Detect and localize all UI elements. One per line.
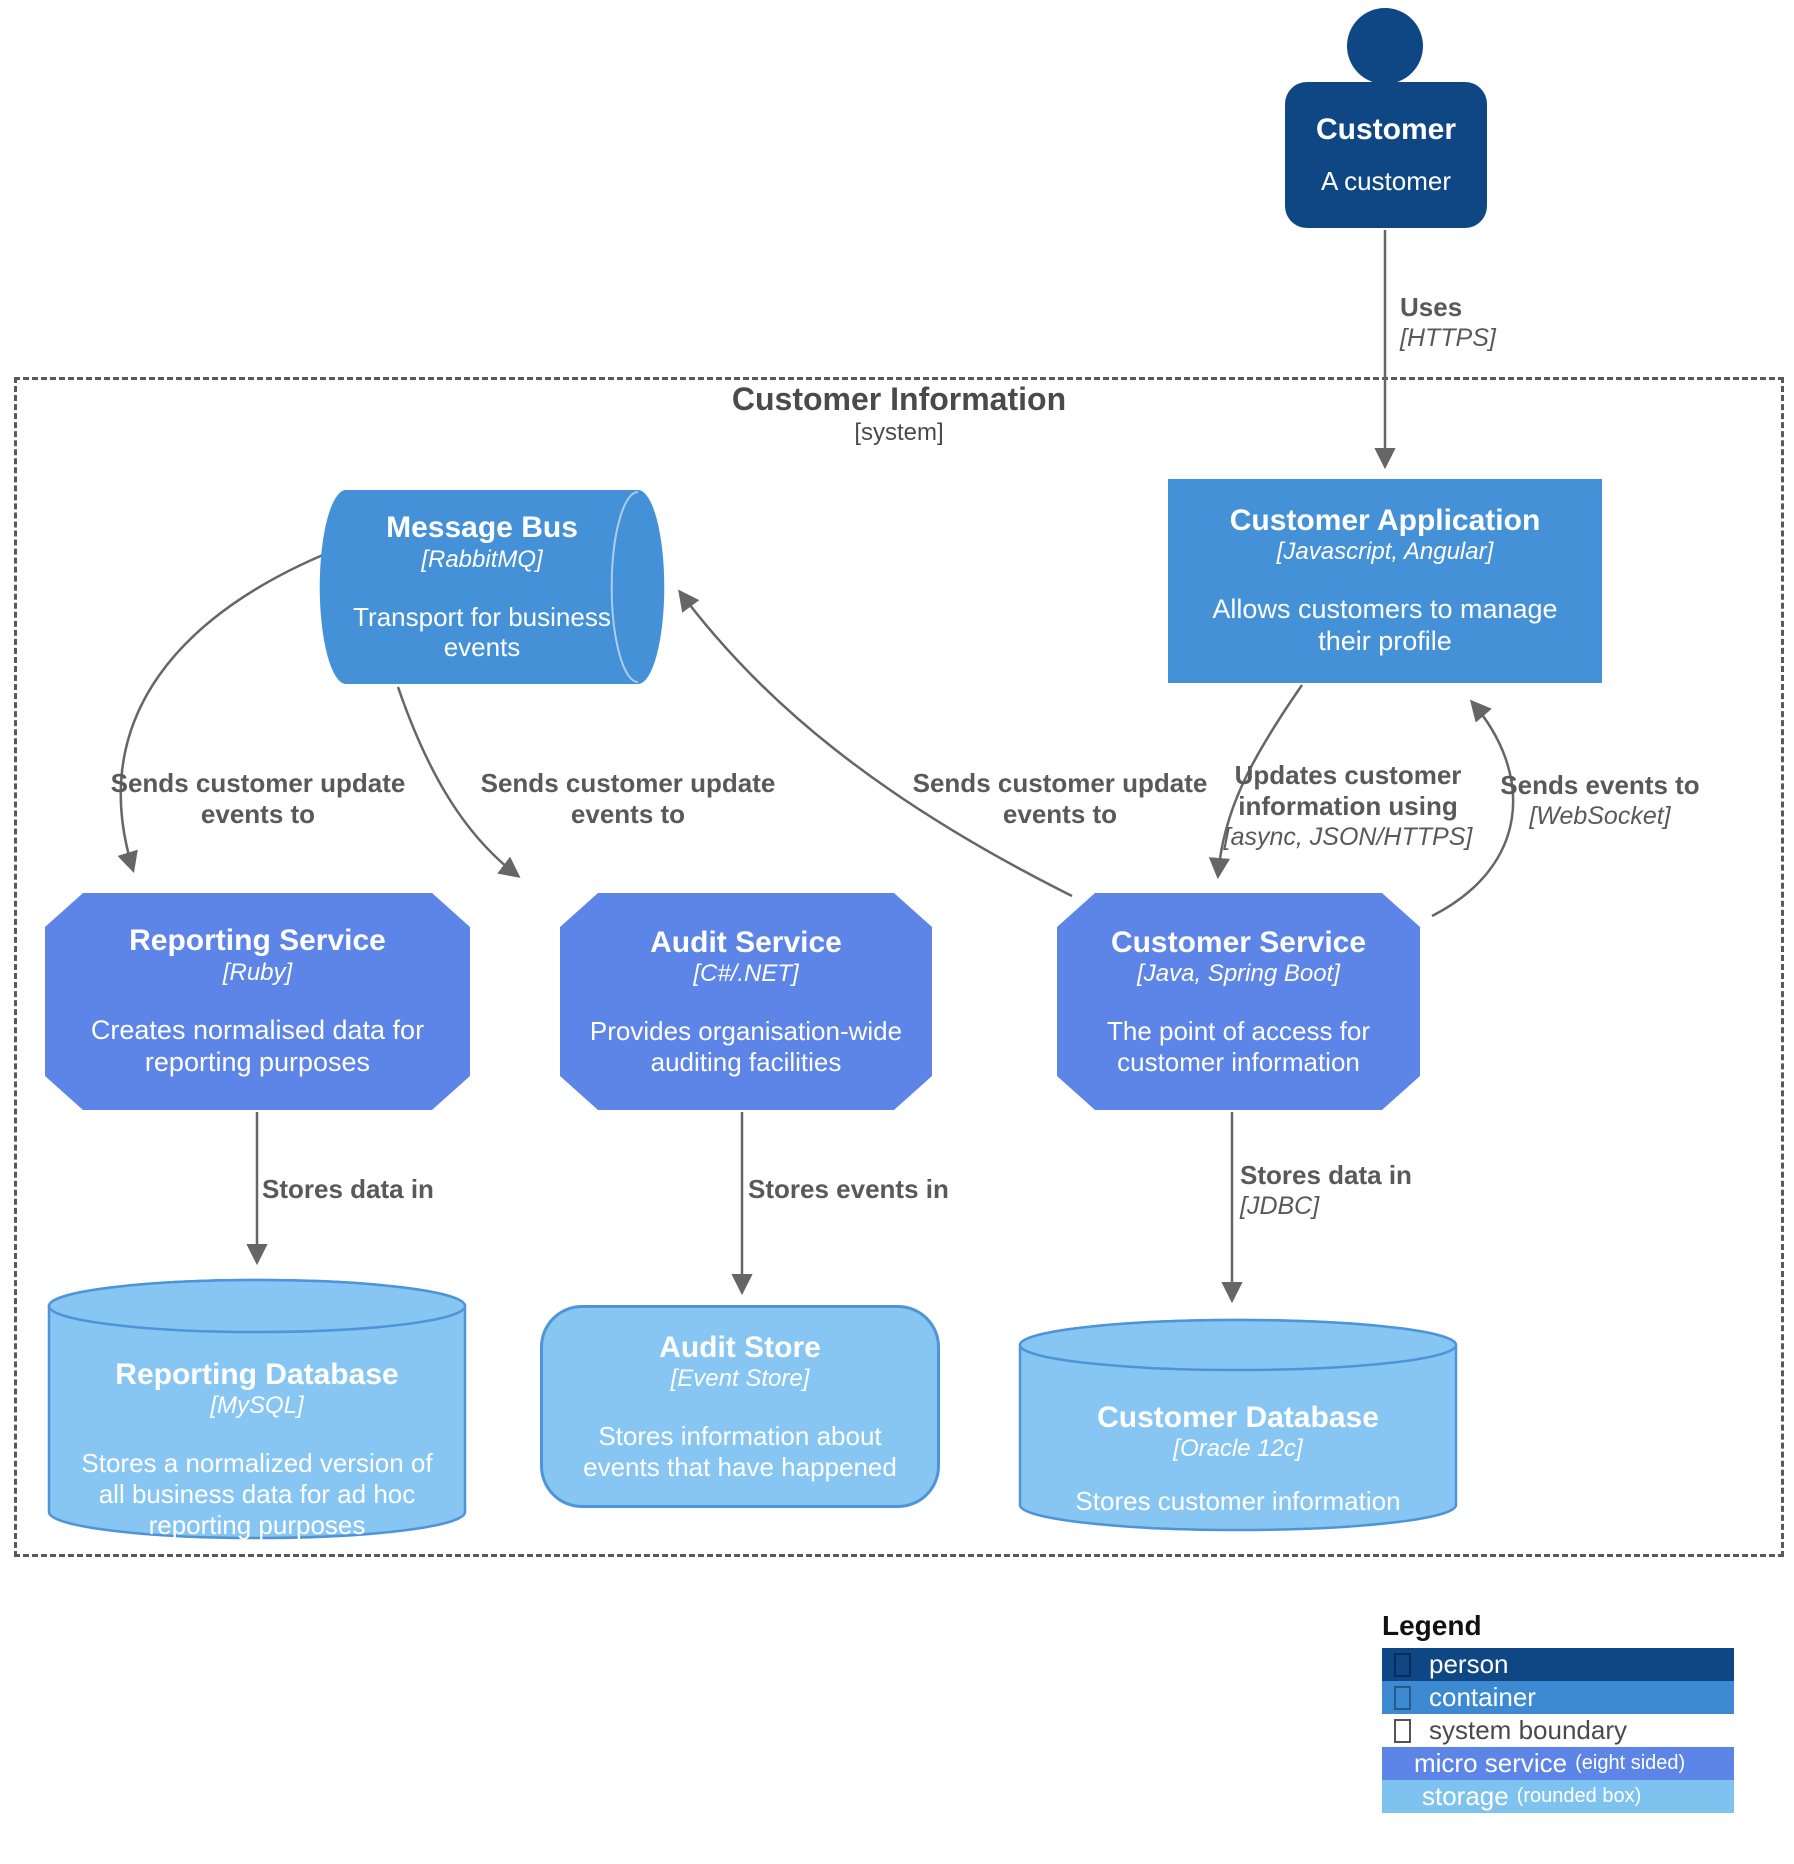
edge-label-send-updates-3: Sends customer update events to xyxy=(900,768,1220,830)
edge-messagebus-to-audit xyxy=(396,686,521,878)
person-head-icon xyxy=(1347,8,1423,84)
node-description: The point of access for customer informa… xyxy=(1106,1016,1371,1077)
edge-label-text: Sends customer update xyxy=(110,768,406,798)
edge-label-updates-info: Updates customer information using [asyn… xyxy=(1175,760,1521,852)
legend-row-note: (eight sided) xyxy=(1575,1752,1686,1774)
audit-service-node: Audit Service [C#/.NET] Provides organis… xyxy=(560,893,932,1110)
legend-title: Legend xyxy=(1382,1610,1482,1641)
edge-label-text: events to xyxy=(200,799,316,830)
legend-row-person: person xyxy=(1382,1648,1734,1681)
customer-person-node: Customer A customer xyxy=(1285,82,1487,228)
edge-label-tech: [JDBC] xyxy=(1240,1192,1320,1221)
node-description: Transport for business events xyxy=(353,601,611,663)
glyph-box-icon xyxy=(1394,1652,1411,1677)
node-tech: [C#/.NET] xyxy=(693,960,799,988)
legend-row-system-boundary: system boundary xyxy=(1382,1714,1734,1747)
node-title: Message Bus xyxy=(386,511,578,545)
customer-database-node: Customer Database [Oracle 12c] Stores cu… xyxy=(1018,1318,1458,1532)
edge-label-send-updates-2: Sends customer update events to xyxy=(468,768,788,830)
node-title: Customer Service xyxy=(1110,925,1367,959)
edge-label-text: Sends events to xyxy=(1500,770,1700,800)
edge-label-text: Stores data in xyxy=(1240,1160,1412,1190)
node-title: Audit Store xyxy=(659,1330,821,1364)
edge-label-stores-events: Stores events in xyxy=(748,1174,949,1205)
reporting-database-shape xyxy=(47,1278,467,1540)
edge-label-text: Sends customer update xyxy=(912,768,1208,798)
audit-store-node: Audit Store [Event Store] Stores informa… xyxy=(540,1305,940,1508)
edge-customerservice-to-messagebus xyxy=(678,589,1073,898)
customer-database-shape xyxy=(1018,1318,1458,1532)
node-title: Customer Database xyxy=(1097,1400,1379,1434)
legend-row-storage: storage (rounded box) xyxy=(1382,1780,1734,1813)
edge-label-send-updates-1: Sends customer update events to xyxy=(98,768,418,830)
message-bus-node: Message Bus [RabbitMQ] Transport for bus… xyxy=(318,489,668,685)
edge-label-tech: [WebSocket] xyxy=(1529,802,1671,831)
edge-label-text: Updates customer xyxy=(1234,760,1462,790)
legend-row-container: container xyxy=(1382,1681,1734,1714)
edge-application-to-customerservice xyxy=(1208,684,1304,880)
node-tech: [Oracle 12c] xyxy=(1173,1435,1303,1463)
person-description: A customer xyxy=(1320,166,1452,197)
node-tech: [Javascript, Angular] xyxy=(1276,538,1494,566)
boundary-subtitle-text: [system] xyxy=(854,419,944,447)
node-tech: [Event Store] xyxy=(670,1365,810,1393)
node-tech: [Ruby] xyxy=(222,958,293,986)
node-description: Allows customers to manage their profile xyxy=(1212,594,1558,657)
edge-label-text: Uses xyxy=(1400,292,1463,322)
legend-row-label: micro service xyxy=(1414,1748,1568,1778)
boundary-title-text: Customer Information xyxy=(731,381,1067,417)
legend: Legend person container system boundary … xyxy=(1382,1610,1734,1813)
legend-row-label: container xyxy=(1429,1682,1536,1712)
customer-application-node: Customer Application [Javascript, Angula… xyxy=(1168,479,1602,683)
node-title: Customer Application xyxy=(1229,503,1541,537)
edge-label-text: Stores events in xyxy=(748,1174,949,1204)
edge-label-uses: Uses [HTTPS] xyxy=(1400,292,1496,353)
reporting-service-node: Reporting Service [Ruby] Creates normali… xyxy=(45,893,470,1110)
edge-label-text: Sends customer update xyxy=(480,768,776,798)
glyph-box-icon xyxy=(1394,1685,1411,1710)
edge-messagebus-to-reporting xyxy=(117,550,331,874)
legend-row-micro-service: micro service (eight sided) xyxy=(1382,1747,1734,1780)
edge-customerservice-to-application xyxy=(1431,699,1515,918)
glyph-box-icon xyxy=(1394,1718,1411,1743)
node-title: Reporting Database xyxy=(115,1357,399,1391)
edge-label-text: information using xyxy=(1238,791,1458,822)
edge-label-stores-data-reporting: Stores data in xyxy=(262,1174,434,1205)
node-description: Provides organisation-wide auditing faci… xyxy=(589,1016,903,1077)
node-tech: [MySQL] xyxy=(210,1392,304,1420)
node-title: Reporting Service xyxy=(129,924,386,958)
node-description: Creates normalised data for reporting pu… xyxy=(90,1014,425,1077)
edge-label-tech: [HTTPS] xyxy=(1400,324,1496,353)
edge-label-tech: [async, JSON/HTTPS] xyxy=(1223,823,1473,852)
node-tech: [RabbitMQ] xyxy=(421,545,543,573)
edge-label-text: events to xyxy=(1002,799,1118,830)
node-title: Audit Service xyxy=(650,925,842,959)
edge-label-text: Stores data in xyxy=(262,1174,434,1204)
node-description: Stores information about events that hav… xyxy=(583,1421,897,1482)
edge-label-stores-data-jdbc: Stores data in [JDBC] xyxy=(1240,1160,1412,1221)
legend-row-label: system boundary xyxy=(1429,1715,1627,1745)
legend-row-label: storage xyxy=(1422,1781,1509,1811)
message-bus-shape xyxy=(319,490,665,684)
edge-label-text: events to xyxy=(570,799,686,830)
node-description: Stores customer information xyxy=(1075,1486,1401,1517)
reporting-database-node: Reporting Database [MySQL] Stores a norm… xyxy=(47,1278,467,1540)
person-title: Customer xyxy=(1315,112,1457,146)
node-description: Stores a normalized version of all busin… xyxy=(81,1448,433,1540)
edge-label-sends-events: Sends events to [WebSocket] xyxy=(1488,770,1712,831)
customer-service-node: Customer Service [Java, Spring Boot] The… xyxy=(1057,893,1420,1110)
boundary-title: Customer Information [system] xyxy=(14,381,1784,448)
node-tech: [Java, Spring Boot] xyxy=(1137,960,1340,988)
system-boundary xyxy=(14,377,1784,1557)
legend-row-note: (rounded box) xyxy=(1516,1785,1642,1807)
legend-row-label: person xyxy=(1429,1649,1509,1679)
